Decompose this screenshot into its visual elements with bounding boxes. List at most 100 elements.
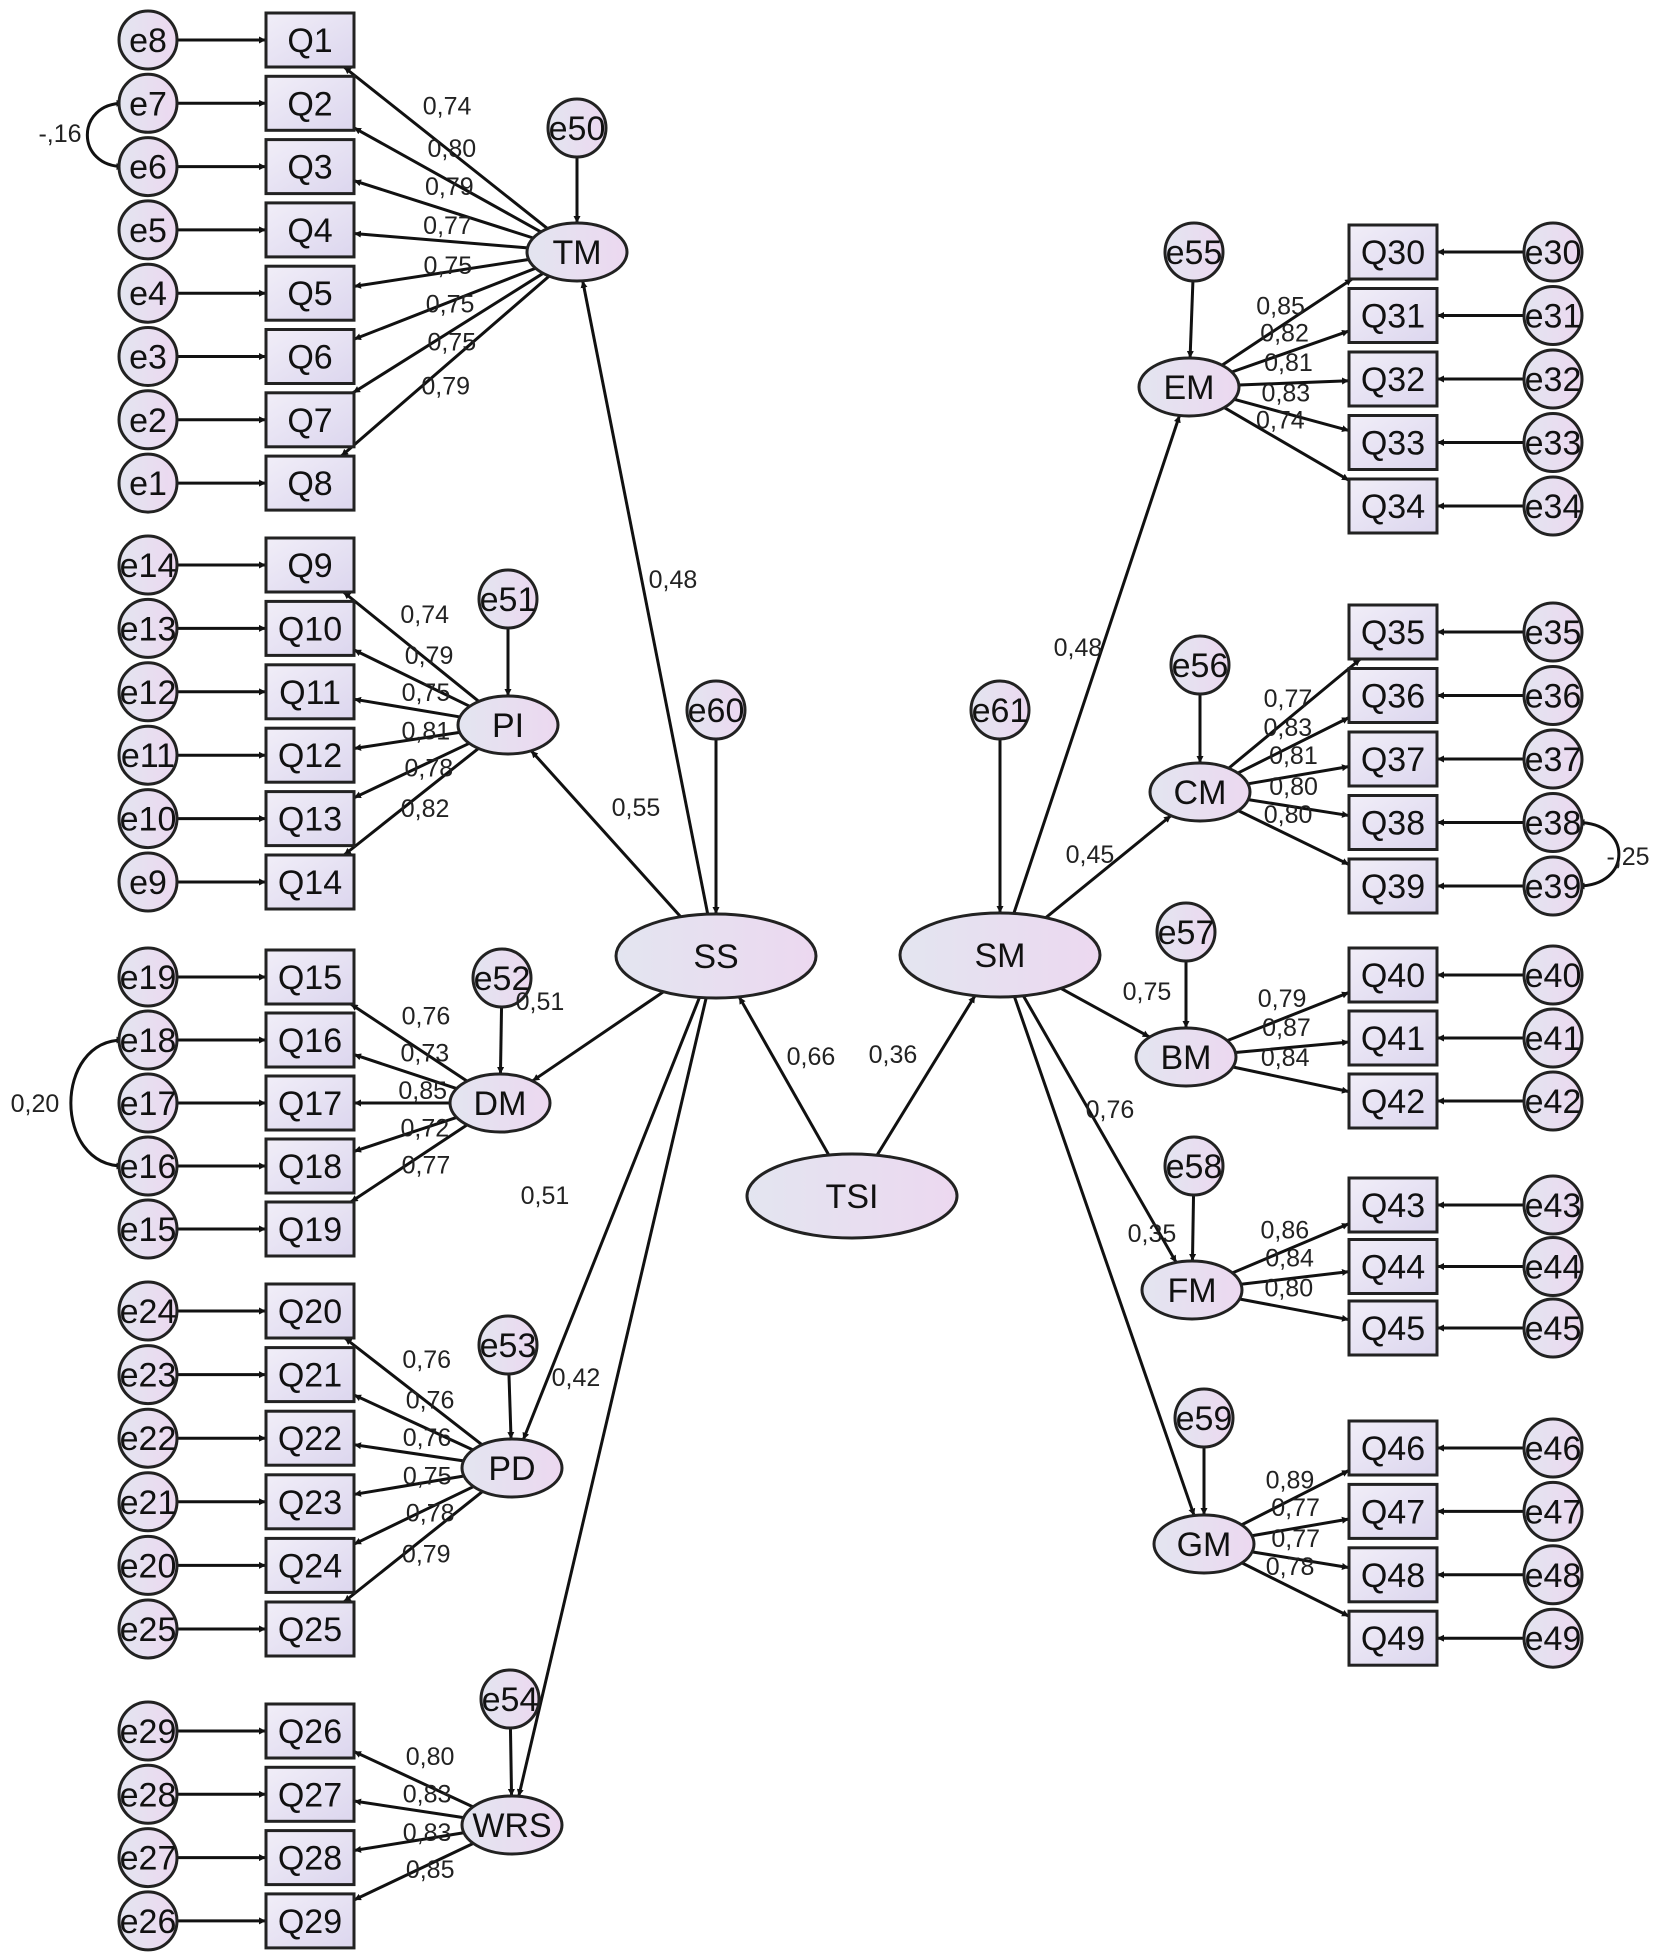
observed-label: Q26 bbox=[278, 1713, 342, 1751]
latent-label: WRS bbox=[472, 1807, 551, 1845]
structural-sm-gm: 0,35 bbox=[1128, 1220, 1177, 1248]
observed-q17: Q17 bbox=[264, 1074, 356, 1132]
loading-path-fm-q45 bbox=[1239, 1297, 1350, 1322]
observed-label: Q47 bbox=[1361, 1493, 1425, 1531]
observed-box bbox=[1347, 1299, 1439, 1357]
observed-label: Q15 bbox=[278, 959, 342, 997]
loading-path-tm-q2 bbox=[353, 126, 542, 234]
observed-label: Q5 bbox=[287, 275, 332, 313]
error-e59: e59 bbox=[1173, 1387, 1235, 1449]
latent-label: PI bbox=[492, 707, 524, 745]
error-ellipse bbox=[1522, 792, 1584, 853]
error-label: e11 bbox=[121, 737, 175, 775]
loading-path-pi-q10 bbox=[353, 648, 471, 708]
error-label: e16 bbox=[120, 1148, 177, 1186]
loading-path-em-q31 bbox=[1231, 329, 1350, 374]
error-ellipse bbox=[117, 72, 179, 134]
error-label: e42 bbox=[1525, 1083, 1582, 1121]
structural-ss-dm: 0,51 bbox=[516, 988, 565, 1016]
observed-box bbox=[264, 1536, 356, 1594]
nodes-layer: Q1e8Q2e7Q3e6Q4e5Q5e4Q6e3Q7e2Q8e1Q9e14Q10… bbox=[117, 9, 1584, 1952]
error-label: e50 bbox=[549, 110, 606, 148]
observed-box bbox=[1347, 223, 1439, 281]
error-e16: e16 bbox=[117, 1135, 179, 1197]
observed-box bbox=[264, 1765, 356, 1823]
error-label: e37 bbox=[1525, 741, 1582, 779]
latent-ellipse bbox=[1152, 1513, 1256, 1575]
error-e34: e34 bbox=[1522, 475, 1584, 537]
observed-label: Q7 bbox=[287, 402, 332, 440]
error-ellipse bbox=[117, 1009, 179, 1071]
latent-ellipse bbox=[460, 1794, 564, 1856]
error-ellipse bbox=[1522, 1607, 1584, 1669]
loading-pd-q22: 0,76 bbox=[403, 1424, 452, 1452]
loading-cm-q38: 0,80 bbox=[1269, 773, 1318, 801]
latent-tm: TM bbox=[525, 221, 629, 283]
observed-q13: Q13 bbox=[264, 790, 356, 848]
latent-ellipse bbox=[448, 1072, 552, 1134]
latent-em: EM bbox=[1137, 356, 1241, 418]
error-e52: e52 bbox=[471, 947, 533, 1009]
error-ellipse bbox=[117, 1763, 179, 1825]
observed-q31: Q31 bbox=[1347, 287, 1439, 344]
structural-ss-pd: 0,51 bbox=[521, 1182, 570, 1210]
error-e25: e25 bbox=[117, 1598, 179, 1660]
loading-pd-q24: 0,78 bbox=[406, 1500, 455, 1528]
observed-q5: Q5 bbox=[264, 264, 356, 322]
error-label: e51 bbox=[480, 581, 537, 619]
observed-q15: Q15 bbox=[264, 948, 356, 1006]
error-e48: e48 bbox=[1522, 1544, 1584, 1606]
covariance-e18-e16 bbox=[69, 1036, 124, 1170]
error-ellipse bbox=[685, 679, 747, 741]
observed-box bbox=[1347, 350, 1439, 408]
latent-label: PD bbox=[488, 1450, 535, 1488]
observed-box bbox=[264, 536, 356, 594]
structural-sm-bm: 0,75 bbox=[1123, 978, 1172, 1006]
error-ellipse bbox=[117, 1198, 179, 1260]
observed-q7: Q7 bbox=[264, 391, 356, 449]
error-ellipse bbox=[969, 679, 1031, 741]
error-label: e54 bbox=[482, 1681, 539, 1719]
observed-box bbox=[1347, 1419, 1439, 1477]
observed-q19: Q19 bbox=[264, 1200, 356, 1258]
error-ellipse bbox=[117, 326, 179, 387]
loading-em-q34: 0,74 bbox=[1256, 406, 1305, 434]
error-e38: e38 bbox=[1522, 792, 1584, 853]
observed-q2: Q2 bbox=[264, 74, 356, 132]
error-ellipse bbox=[117, 1598, 179, 1660]
loading-path-pd-q25 bbox=[342, 1490, 484, 1604]
loading-fm-q44: 0,84 bbox=[1265, 1245, 1314, 1273]
observed-label: Q23 bbox=[278, 1484, 342, 1522]
error-label: e49 bbox=[1525, 1620, 1582, 1658]
error-e10: e10 bbox=[117, 788, 179, 850]
observed-q8: Q8 bbox=[264, 454, 356, 512]
disturbance-path-e53 bbox=[507, 1373, 515, 1440]
error-e37: e37 bbox=[1522, 728, 1584, 790]
loading-path-pi-q13 bbox=[353, 741, 470, 800]
observed-q33: Q33 bbox=[1347, 414, 1439, 471]
observed-label: Q28 bbox=[278, 1840, 342, 1878]
observed-box bbox=[1347, 477, 1439, 535]
loading-pi-q12: 0,81 bbox=[401, 717, 450, 745]
error-e45: e45 bbox=[1522, 1297, 1584, 1359]
observed-label: Q21 bbox=[278, 1357, 342, 1395]
error-label: e58 bbox=[1166, 1148, 1223, 1186]
loading-tm-q1: 0,74 bbox=[423, 93, 472, 121]
loading-dm-q19: 0,77 bbox=[402, 1151, 451, 1179]
error-ellipse bbox=[1163, 1135, 1225, 1197]
latent-ellipse bbox=[1134, 1026, 1238, 1088]
loading-path-dm-q16 bbox=[353, 1053, 458, 1091]
observed-box bbox=[264, 1409, 356, 1467]
observed-q21: Q21 bbox=[264, 1346, 356, 1404]
error-label: e6 bbox=[129, 149, 167, 187]
loading-path-gm-q48 bbox=[1251, 1550, 1350, 1570]
error-e15: e15 bbox=[117, 1198, 179, 1260]
observed-box bbox=[264, 1200, 356, 1258]
loading-tm-q8: 0,79 bbox=[421, 372, 470, 400]
error-ellipse bbox=[1522, 1480, 1584, 1542]
error-label: e35 bbox=[1525, 614, 1582, 652]
observed-label: Q24 bbox=[278, 1547, 342, 1585]
error-e43: e43 bbox=[1522, 1174, 1584, 1236]
loading-fm-q43: 0,86 bbox=[1261, 1217, 1310, 1245]
loading-path-gm-q49 bbox=[1241, 1561, 1350, 1618]
